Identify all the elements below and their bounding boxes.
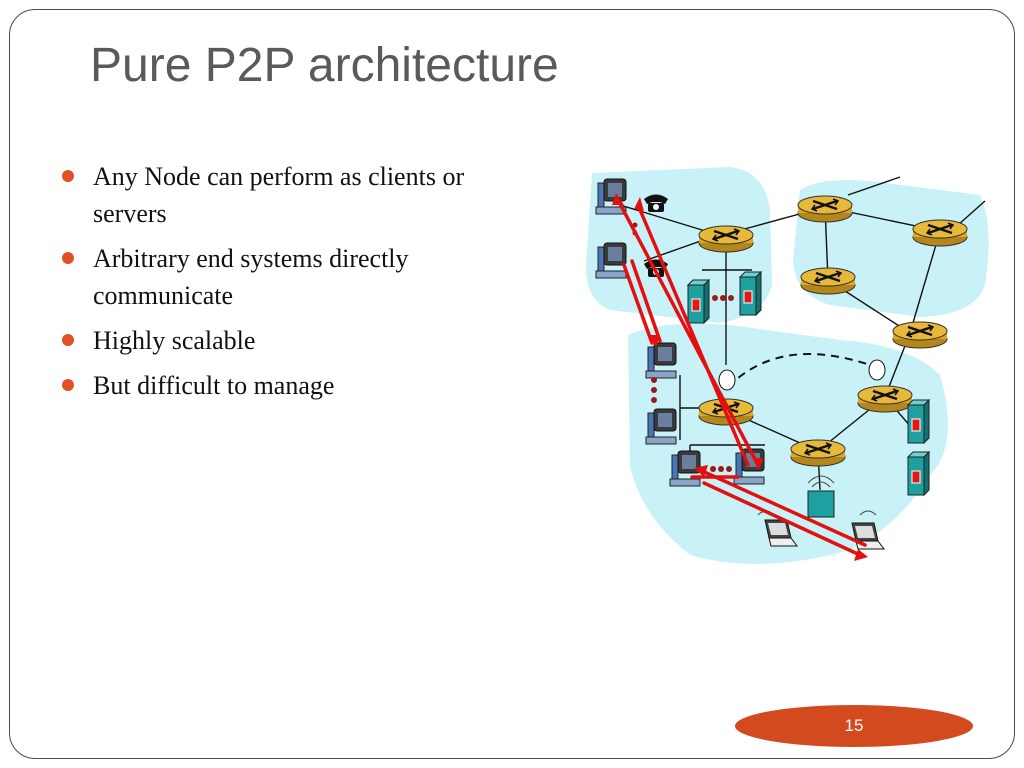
bullet-dot-icon xyxy=(62,334,74,346)
bullet-text: Any Node can perform as clients or serve… xyxy=(93,162,465,228)
bullet-item: Arbitrary end systems directly communica… xyxy=(62,240,522,314)
bullet-list: Any Node can perform as clients or serve… xyxy=(62,158,522,412)
bullet-dot-icon xyxy=(62,170,74,182)
bullet-item: Any Node can perform as clients or serve… xyxy=(62,158,522,232)
bullet-text: Arbitrary end systems directly communica… xyxy=(93,244,409,310)
network-region-bottom xyxy=(628,323,948,564)
router-icon xyxy=(891,320,949,350)
server-icon xyxy=(739,271,762,316)
page-number: 15 xyxy=(844,716,864,735)
bullet-dot-icon xyxy=(62,379,74,391)
bullet-text: But difficult to manage xyxy=(93,371,335,400)
server-icon xyxy=(687,279,710,324)
router-icon xyxy=(697,224,755,254)
router-icon xyxy=(789,438,847,468)
desktop-computer-icon xyxy=(645,342,677,379)
bullet-text: Highly scalable xyxy=(93,326,256,355)
bullet-item: But difficult to manage xyxy=(62,367,522,404)
router-icon xyxy=(796,194,854,224)
wireless-access-point-icon xyxy=(807,475,835,518)
router-icon xyxy=(799,266,857,296)
desktop-computer-icon xyxy=(595,242,627,279)
slide-title: Pure P2P architecture xyxy=(90,39,559,92)
desktop-computer-icon xyxy=(645,408,677,445)
page-number-badge: 15 xyxy=(735,705,973,747)
bullet-item: Highly scalable xyxy=(62,322,522,359)
satellite-dish-icon xyxy=(718,359,886,391)
p2p-network-diagram xyxy=(585,167,989,564)
bullet-dot-icon xyxy=(62,252,74,264)
server-icon xyxy=(907,399,930,444)
server-icon xyxy=(907,451,930,496)
router-icon xyxy=(911,218,969,248)
router-icon xyxy=(856,384,914,414)
